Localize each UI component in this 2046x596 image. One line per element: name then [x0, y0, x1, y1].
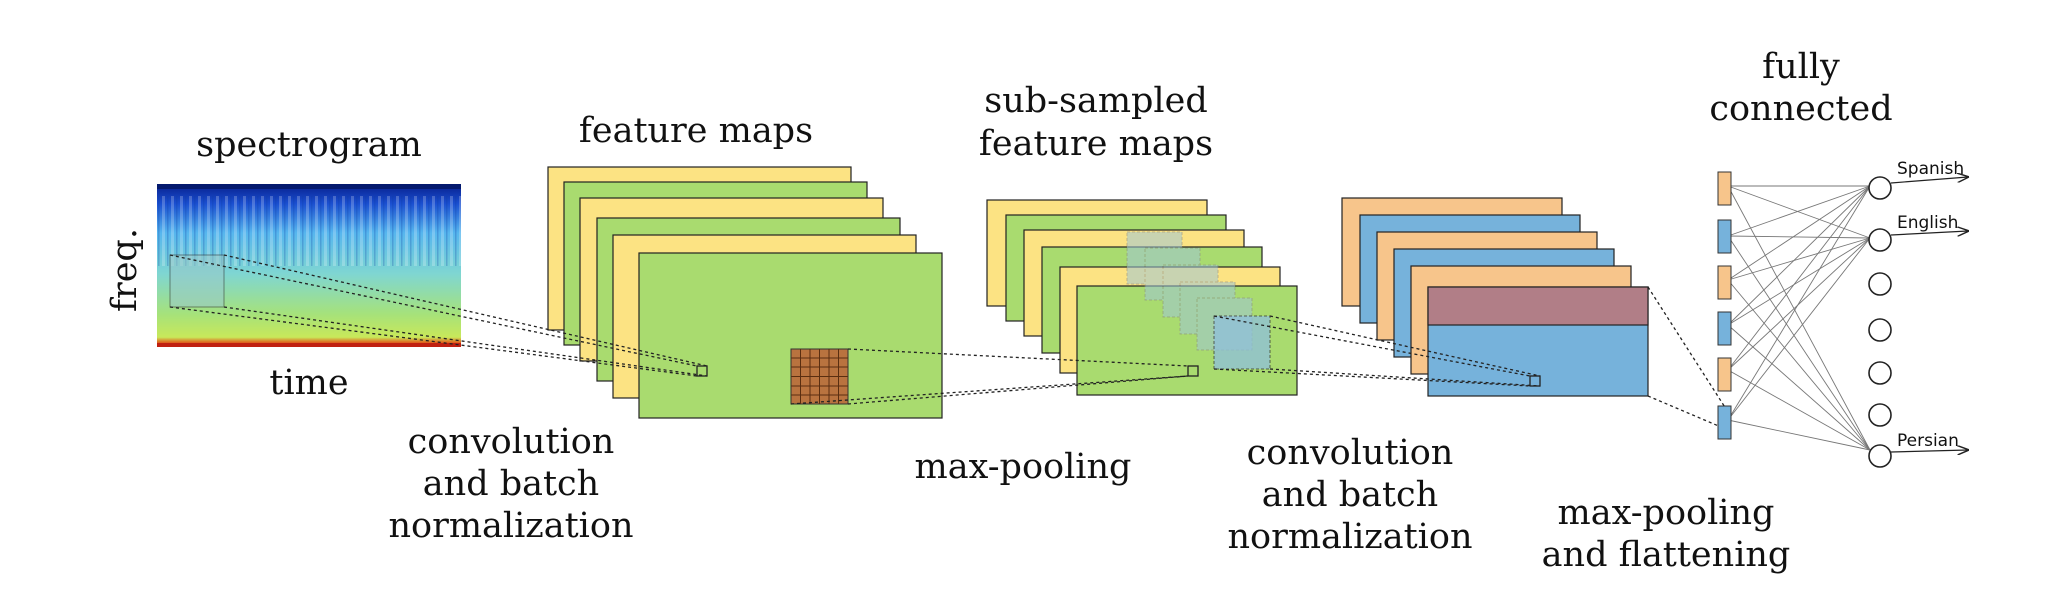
subsampled-title-line1: sub-sampled	[984, 81, 1207, 121]
subsampled-maps-stack	[986, 199, 1298, 396]
feature-maps-stack	[547, 166, 943, 419]
conv2-highlight-band	[1427, 286, 1649, 326]
conv-output-unit	[696, 365, 708, 377]
conv1-caption-line2: and batch	[423, 464, 599, 504]
maxpool-flatten-caption-line2: and flattening	[1542, 535, 1791, 575]
spectrogram-title: spectrogram	[196, 125, 422, 165]
freq-axis-label: freq.	[105, 228, 145, 312]
fully-connected-title-line1: fully	[1762, 47, 1840, 87]
conv2-projection-lines	[1213, 315, 1541, 387]
conv1-projection-lines	[169, 254, 708, 377]
output-label-spanish: Spanish	[1897, 159, 1964, 179]
maxpool-caption: max-pooling	[915, 447, 1132, 487]
flattened-input-neurons	[1717, 171, 1732, 440]
conv2-maps-stack	[1341, 197, 1649, 397]
flatten-projection-lines	[1647, 286, 1729, 431]
conv2-caption-line2: and batch	[1262, 475, 1438, 515]
output-label-persian: Persian	[1897, 431, 1959, 451]
fully-connected-connections	[1727, 185, 1871, 451]
output-arrows	[1890, 177, 1968, 452]
receptive-field-box	[169, 254, 225, 308]
fully-connected-title-line2: connected	[1709, 89, 1892, 129]
conv1-caption-line3: normalization	[389, 506, 634, 546]
conv2-caption-line1: convolution	[1247, 433, 1454, 473]
conv1-caption-line1: convolution	[408, 422, 615, 462]
pool-output-unit	[1187, 365, 1199, 377]
pooling-window-grid	[790, 348, 849, 405]
conv2-caption-line3: normalization	[1228, 517, 1473, 557]
spectrogram-image	[157, 184, 461, 347]
maxpool-flatten-caption-line1: max-pooling	[1558, 493, 1775, 533]
output-label-english: English	[1897, 213, 1958, 233]
output-neurons	[1868, 176, 1892, 468]
feature-maps-title: feature maps	[579, 111, 813, 151]
subsampled-title-line2: feature maps	[979, 124, 1213, 164]
pooling-projection-lines	[790, 348, 1189, 405]
time-axis-label: time	[269, 363, 348, 403]
